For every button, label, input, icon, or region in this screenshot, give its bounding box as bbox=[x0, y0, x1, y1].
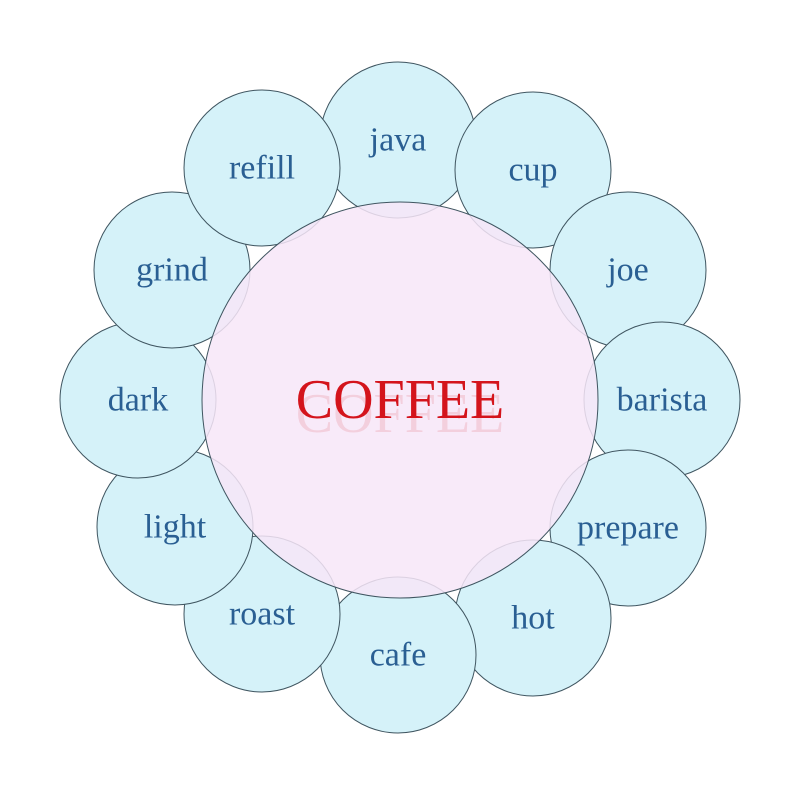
center-label-reflection: COFFEE bbox=[296, 383, 505, 445]
petal-label-java: java bbox=[369, 122, 427, 159]
petal-label-dark: dark bbox=[108, 382, 168, 419]
petal-label-refill: refill bbox=[229, 150, 295, 187]
petal-circles-layer bbox=[59, 61, 741, 734]
center-label: COFFEE bbox=[296, 369, 505, 431]
petal-label-hot: hot bbox=[511, 600, 555, 637]
petal-label-barista: barista bbox=[617, 382, 708, 419]
petal-circle-refill bbox=[183, 89, 341, 247]
petal-labels-layer: java cup joe barista prepare hot cafe roast ligh… bbox=[108, 122, 708, 674]
petal-label-joe: joe bbox=[606, 252, 649, 289]
petal-label-light: light bbox=[144, 509, 207, 546]
center-circle bbox=[201, 201, 599, 599]
petal-label-grind: grind bbox=[136, 252, 208, 289]
petal-label-cafe: cafe bbox=[370, 637, 427, 674]
petal-circle-cup bbox=[454, 91, 612, 249]
petal-label-prepare: prepare bbox=[577, 510, 679, 547]
petal-label-cup: cup bbox=[508, 152, 557, 189]
petal-label-roast: roast bbox=[229, 596, 296, 633]
